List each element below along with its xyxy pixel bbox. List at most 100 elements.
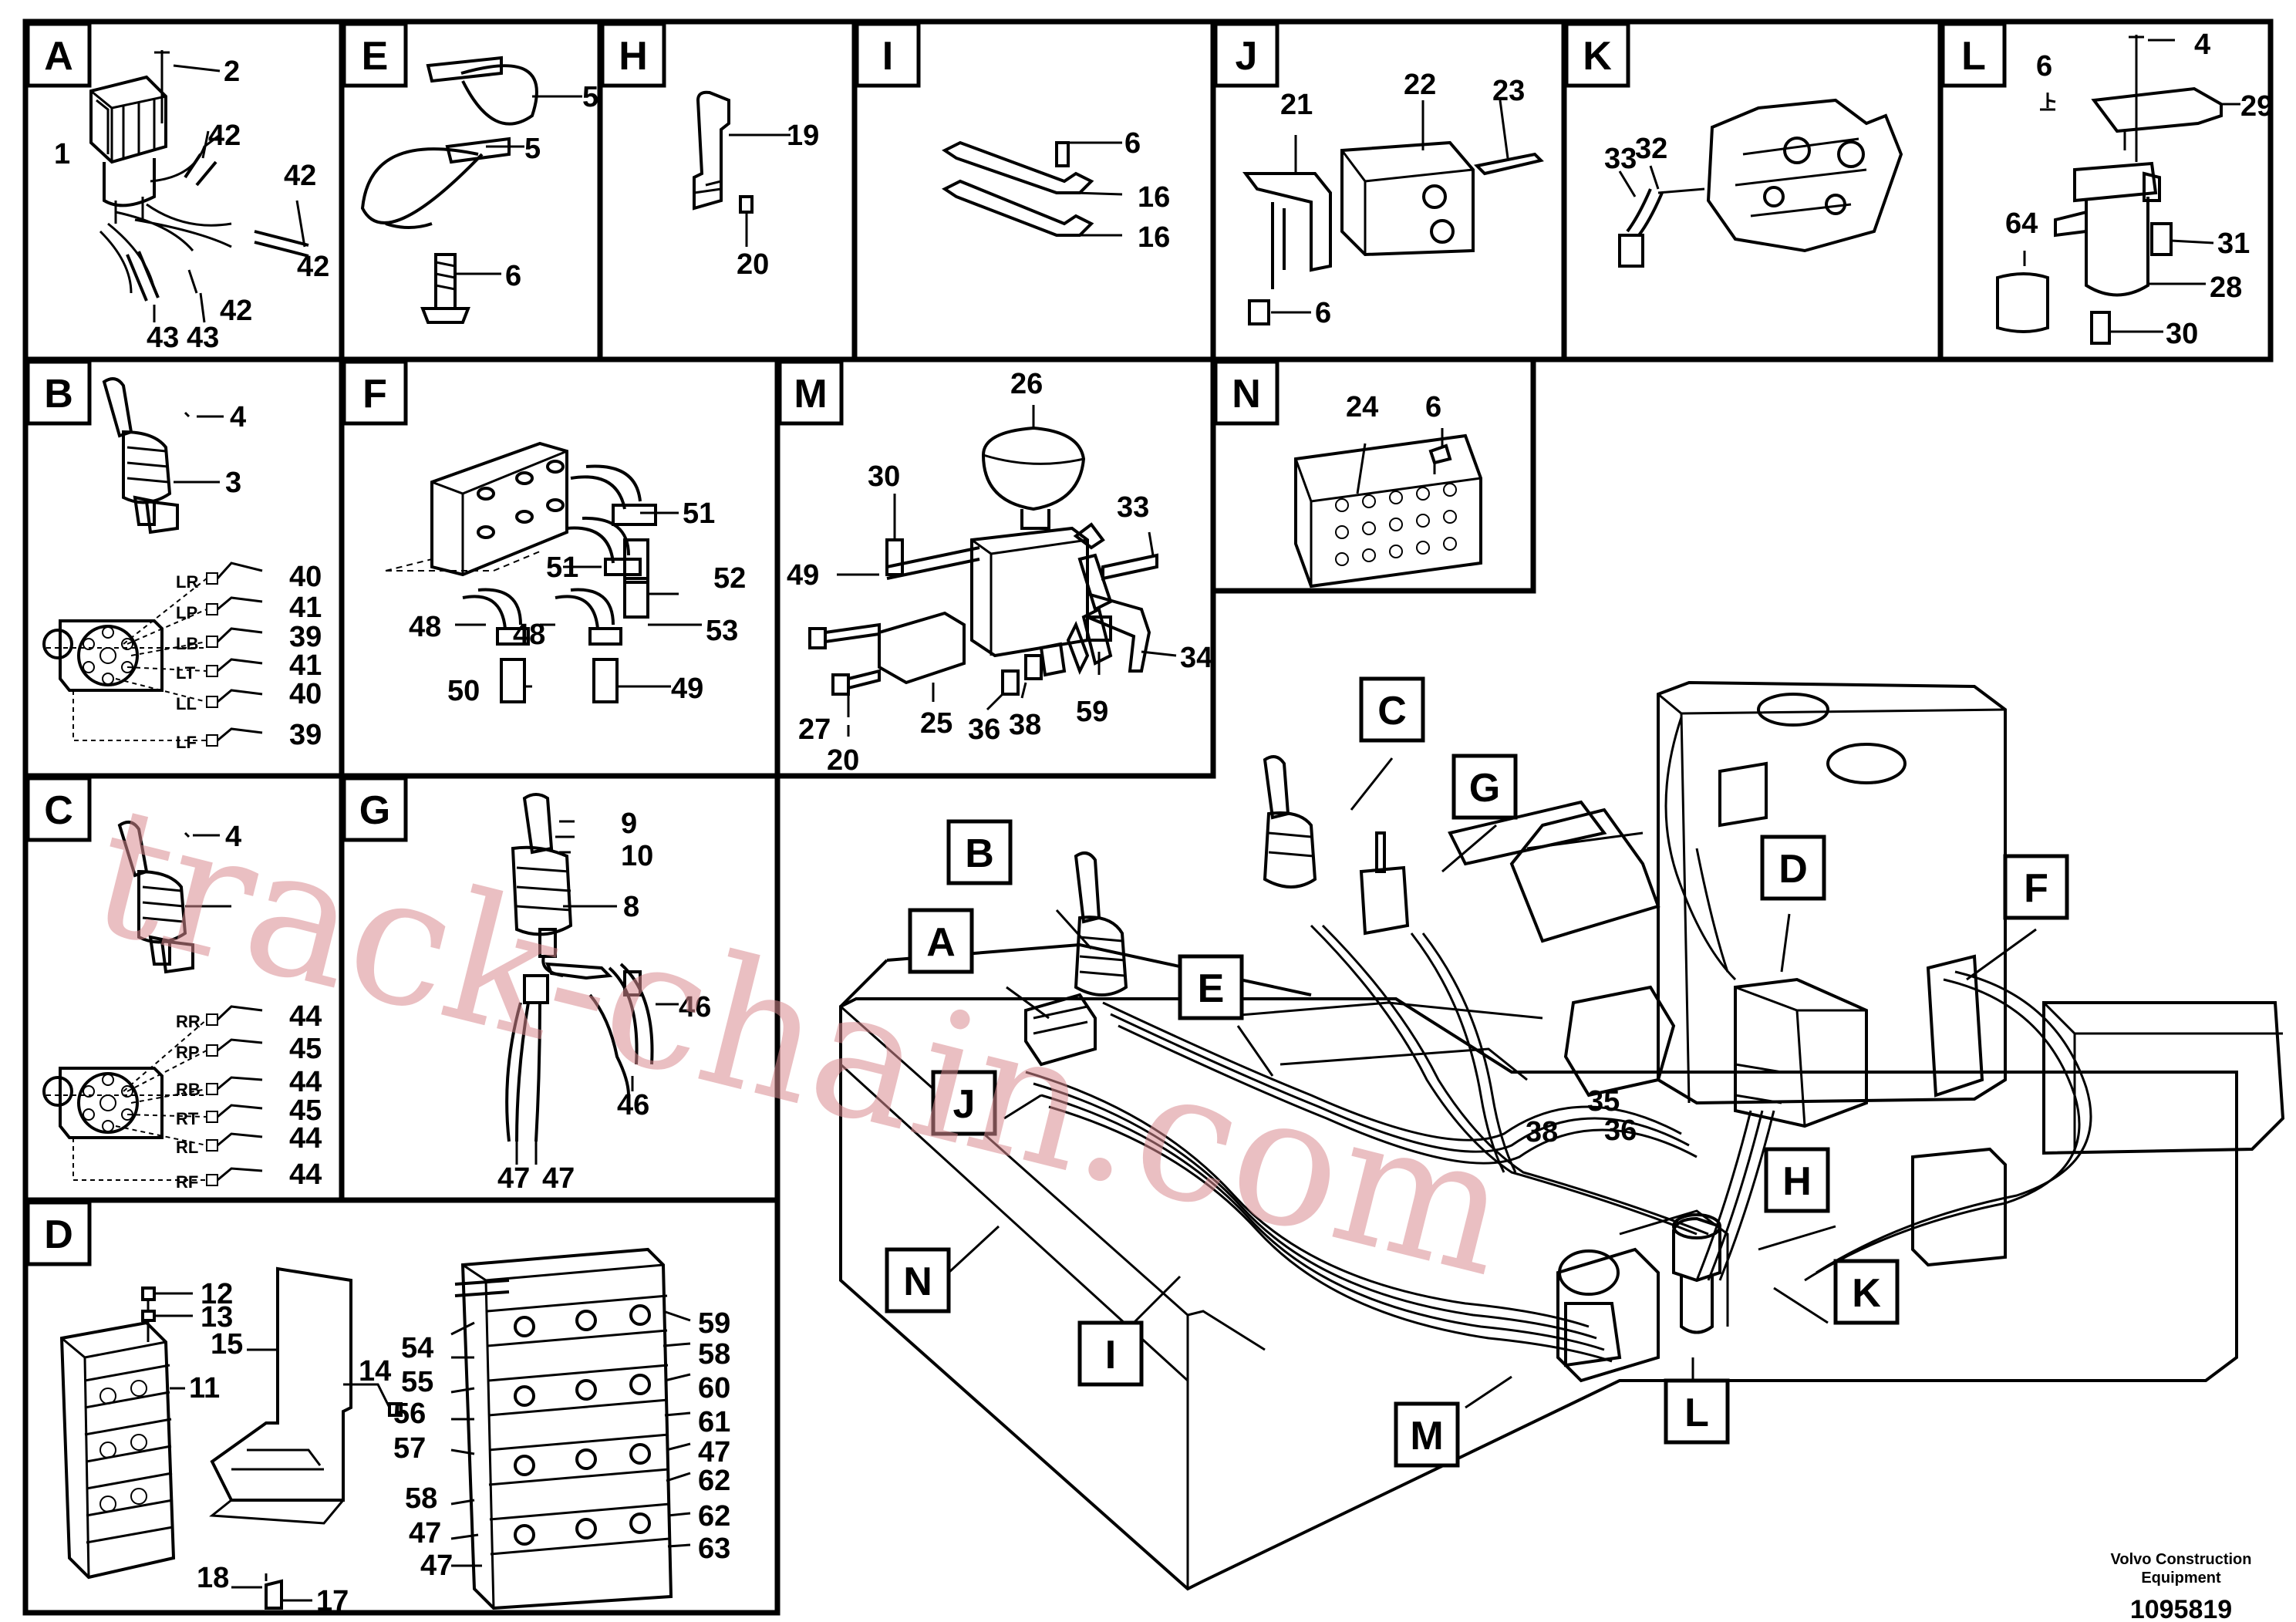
callout-33: 33: [1604, 143, 1637, 175]
callout-36: 36: [1604, 1114, 1637, 1147]
panel-b-connectors: [206, 572, 218, 747]
main-callout-h: H: [1782, 1159, 1812, 1204]
callout-62: 62: [698, 1465, 730, 1497]
callout-39: 39: [289, 719, 322, 751]
main-callout-l: L: [1684, 1391, 1709, 1435]
panel-a-drawing: [89, 50, 309, 323]
callout-39: 39: [289, 621, 322, 653]
panel-j-drawing: [1242, 99, 1544, 325]
callout-41: 41: [289, 649, 322, 682]
callout-51: 51: [546, 551, 578, 584]
main-callout-n: N: [903, 1259, 932, 1304]
callout-46: 46: [679, 991, 711, 1023]
panel-letter: C: [44, 788, 73, 833]
callout-45: 45: [289, 1033, 322, 1065]
pin-label: RL: [176, 1138, 198, 1157]
callout-30: 30: [868, 460, 900, 493]
callout-54: 54: [401, 1332, 433, 1364]
panel-n-drawing: [1294, 428, 1482, 588]
callout-10: 10: [621, 840, 653, 872]
callout-44: 44: [289, 1066, 322, 1098]
pointer-lines: [947, 757, 2037, 1419]
callout-12: 12: [201, 1278, 233, 1310]
callout-41: 41: [289, 592, 322, 624]
callout-59: 59: [698, 1307, 730, 1340]
panel-c-drawing: [42, 821, 231, 1181]
callout-47: 47: [497, 1162, 530, 1195]
callout-50: 50: [447, 675, 480, 707]
panel-letter: A: [44, 34, 73, 79]
callout-30: 30: [2166, 318, 2198, 350]
panel-frames: [22, 19, 2274, 1616]
callout-44: 44: [289, 1000, 322, 1033]
callout-16: 16: [1138, 181, 1170, 214]
callout-8: 8: [623, 891, 639, 923]
callout-18: 18: [197, 1562, 229, 1594]
callout-6: 6: [505, 260, 521, 292]
panel-g-drawing: [505, 793, 679, 1165]
panel-letter: G: [359, 788, 390, 833]
callout-47: 47: [698, 1436, 730, 1469]
callout-47: 47: [542, 1162, 575, 1195]
callout-62: 62: [698, 1500, 730, 1533]
callout-24: 24: [1346, 391, 1378, 423]
callout-26: 26: [1010, 368, 1043, 400]
callout-4: 4: [2194, 29, 2210, 61]
callout-23: 23: [1492, 75, 1525, 107]
callout-47: 47: [420, 1549, 453, 1582]
main-assembly-hoses: [1025, 717, 2092, 1363]
callout-28: 28: [2210, 271, 2242, 304]
callout-49: 49: [787, 559, 819, 592]
panel-h-drawing: [693, 90, 791, 247]
panel-letter: B: [44, 372, 73, 416]
panel-c-wire-ends: [216, 1005, 263, 1182]
panel-f-drawing: [385, 441, 702, 703]
callout-42: 42: [220, 295, 252, 327]
callout-13: 13: [201, 1301, 233, 1334]
callout-56: 56: [393, 1398, 426, 1430]
pin-label: RF: [176, 1172, 198, 1192]
panel-b-wire-ends: [216, 561, 263, 742]
callout-44: 44: [289, 1122, 322, 1155]
pin-label: LL: [176, 694, 197, 713]
callout-60: 60: [698, 1372, 730, 1404]
callout-40: 40: [289, 678, 322, 710]
panel-c-connectors: [206, 1013, 218, 1186]
callout-46: 46: [617, 1089, 649, 1121]
callout-55: 55: [401, 1366, 433, 1398]
panel-letter: K: [1583, 34, 1612, 79]
panel-letter: I: [882, 34, 893, 79]
callout-31: 31: [2217, 228, 2250, 260]
panel-letter: N: [1232, 372, 1261, 416]
callout-52: 52: [713, 562, 746, 595]
pin-label: LB: [176, 634, 198, 653]
callout-33: 33: [1117, 491, 1149, 524]
callout-58: 58: [698, 1338, 730, 1371]
callout-5: 5: [582, 81, 598, 113]
panel-letter: D: [44, 1212, 73, 1257]
callout-20: 20: [737, 248, 769, 281]
panel-letter: L: [1961, 34, 1986, 79]
callout-47: 47: [409, 1517, 441, 1549]
main-callout-d: D: [1778, 847, 1808, 892]
panel-letter: H: [619, 34, 648, 79]
callout-58: 58: [405, 1482, 437, 1515]
callout-43: 43: [147, 322, 179, 354]
callout-15: 15: [211, 1328, 243, 1361]
callout-48: 48: [409, 611, 441, 643]
panel-letter-boxes: [25, 22, 2007, 1266]
main-callout-j: J: [953, 1082, 976, 1127]
panel-letter: M: [794, 372, 827, 416]
pin-label: LF: [176, 733, 197, 752]
callout-14: 14: [359, 1355, 391, 1388]
callout-32: 32: [1635, 133, 1667, 165]
drawing-number: 1095819: [2130, 1595, 2232, 1622]
pin-label: LP: [176, 603, 197, 622]
callout-2: 2: [224, 56, 240, 88]
callout-20: 20: [827, 744, 859, 777]
panel-letter: F: [362, 372, 387, 416]
callout-6: 6: [1425, 391, 1441, 423]
main-assembly-frame: [839, 680, 2285, 1591]
callout-1: 1: [54, 138, 70, 170]
